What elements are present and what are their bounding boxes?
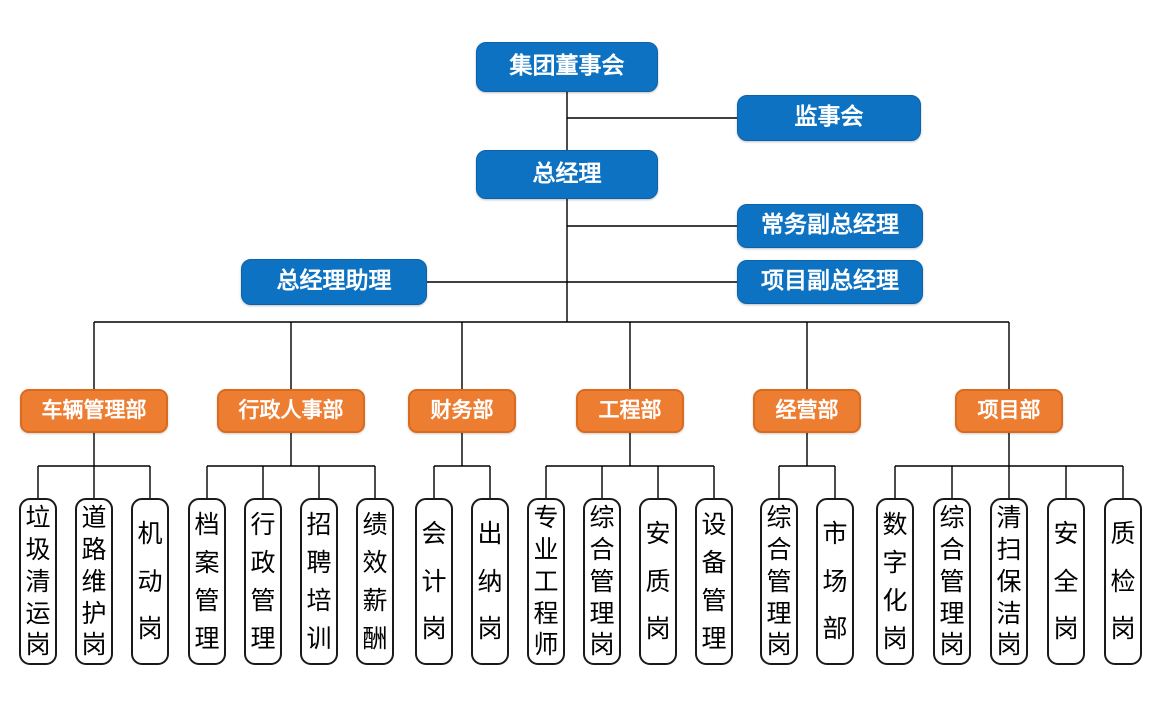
- position-box: 会计岗: [415, 498, 453, 665]
- org-node-project-deputy-gm: 项目副总经理: [737, 260, 923, 304]
- position-label: 会计岗: [421, 519, 447, 644]
- position-label: 安质岗: [645, 519, 671, 644]
- position-label: 清扫保洁岗: [996, 503, 1022, 660]
- position-label: 出纳岗: [477, 519, 503, 644]
- position-box: 安全岗: [1047, 498, 1085, 665]
- position-label: 机动岗: [137, 519, 163, 644]
- position-box: 综合管理岗: [933, 498, 971, 665]
- position-label: 招聘培训: [306, 509, 332, 653]
- position-label: 质检岗: [1110, 519, 1136, 644]
- position-box: 档案管理: [188, 498, 226, 665]
- position-box: 垃圾清运岗: [19, 498, 57, 665]
- dept-box-project: 项目部: [955, 389, 1063, 433]
- position-box: 招聘培训: [300, 498, 338, 665]
- position-label: 设备管理: [701, 509, 727, 653]
- position-label: 垃圾清运岗: [25, 503, 51, 660]
- position-label: 综合管理岗: [939, 503, 965, 660]
- position-box: 安质岗: [639, 498, 677, 665]
- position-label: 道路维护岗: [81, 503, 107, 660]
- position-box: 综合管理岗: [760, 498, 798, 665]
- position-label: 行政管理: [250, 509, 276, 653]
- position-label: 安全岗: [1053, 519, 1079, 644]
- dept-box-operations: 经营部: [753, 389, 861, 433]
- position-box: 数字化岗: [876, 498, 914, 665]
- dept-box-admin-hr: 行政人事部: [217, 389, 365, 433]
- position-box: 道路维护岗: [75, 498, 113, 665]
- position-box: 清扫保洁岗: [990, 498, 1028, 665]
- dept-box-vehicle-management: 车辆管理部: [20, 389, 168, 433]
- org-node-executive-deputy-gm: 常务副总经理: [737, 204, 923, 248]
- org-node-supervisory-board: 监事会: [737, 95, 921, 141]
- position-label: 档案管理: [194, 509, 220, 653]
- dept-box-finance: 财务部: [408, 389, 516, 433]
- position-label: 绩效薪酬: [362, 509, 388, 653]
- position-box: 行政管理: [244, 498, 282, 665]
- position-label: 综合管理岗: [589, 503, 615, 660]
- position-label: 数字化岗: [882, 509, 908, 653]
- org-node-board: 集团董事会: [476, 42, 658, 92]
- org-node-gm-assistant: 总经理助理: [241, 259, 427, 305]
- dept-box-engineering: 工程部: [576, 389, 684, 433]
- position-box: 绩效薪酬: [356, 498, 394, 665]
- position-box: 综合管理岗: [583, 498, 621, 665]
- position-box: 市场部: [816, 498, 854, 665]
- position-box: 专业工程师: [527, 498, 565, 665]
- position-label: 市场部: [822, 519, 848, 644]
- position-box: 出纳岗: [471, 498, 509, 665]
- position-label: 综合管理岗: [766, 503, 792, 660]
- org-node-general-manager: 总经理: [476, 150, 658, 199]
- position-box: 设备管理: [695, 498, 733, 665]
- position-box: 质检岗: [1104, 498, 1142, 665]
- position-label: 专业工程师: [533, 503, 559, 660]
- position-box: 机动岗: [131, 498, 169, 665]
